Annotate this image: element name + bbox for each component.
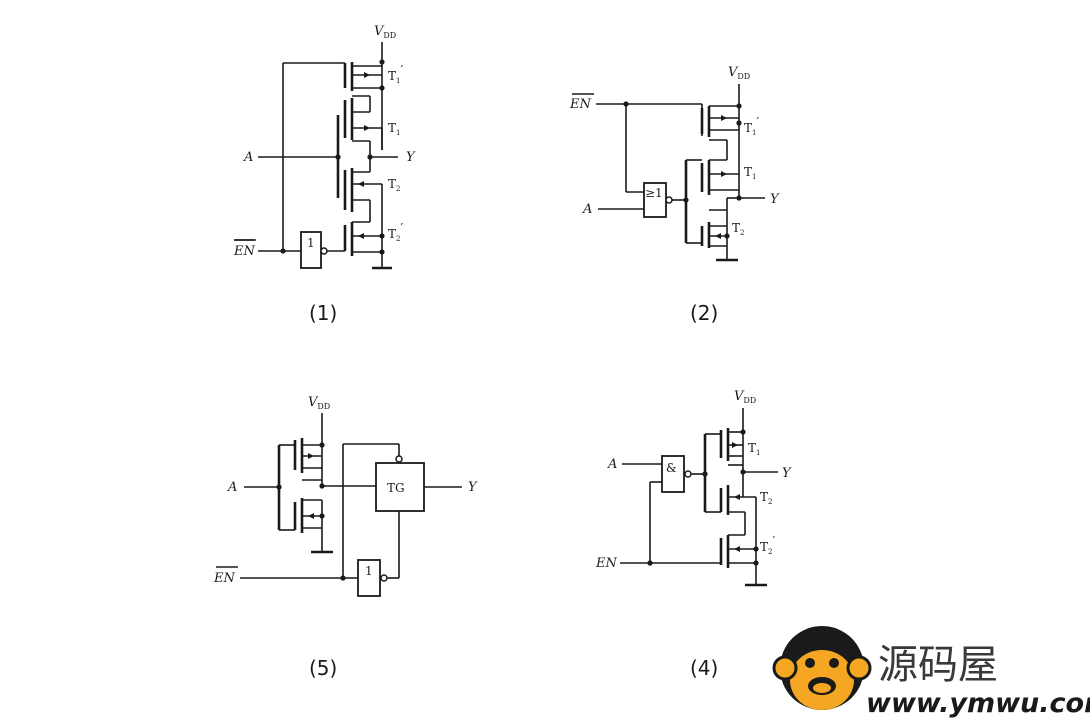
- nand-gate: [661, 455, 685, 493]
- t1-label: T1: [388, 121, 400, 137]
- circuit-5: VDD A TG: [213, 395, 478, 680]
- t2-label: T2: [388, 177, 400, 193]
- svg-text:&: &: [666, 461, 677, 475]
- t2-prime-label: T2′: [760, 534, 775, 556]
- input-en-label: EN: [595, 556, 617, 571]
- t2-label: T2: [760, 490, 772, 506]
- caption-4: (4): [690, 656, 718, 680]
- input-a-label: A: [227, 480, 237, 495]
- output-y-label: Y: [406, 150, 416, 165]
- t2-label: T2: [732, 221, 744, 237]
- circuit-2: VDD EN T1′ T1 Y: [569, 65, 780, 325]
- vdd-label: VDD: [374, 24, 396, 40]
- input-en-label: EN: [569, 97, 591, 112]
- input-a-label: A: [243, 150, 253, 165]
- t1-prime-label: T1′: [388, 63, 403, 85]
- caption-2: (2): [690, 301, 718, 325]
- svg-text:TG: TG: [387, 481, 405, 495]
- inverter-gate: [357, 559, 381, 597]
- input-a-label: A: [607, 457, 617, 472]
- svg-text:1: 1: [365, 564, 373, 578]
- t1-label: T1: [748, 441, 760, 457]
- t1-label: T1: [744, 165, 756, 181]
- caption-1: (1): [309, 301, 337, 325]
- input-en-label: EN: [233, 244, 255, 259]
- input-en-label: EN: [213, 571, 235, 586]
- output-y-label: Y: [770, 192, 780, 207]
- caption-5: (5): [309, 656, 337, 680]
- vdd-label: VDD: [308, 395, 330, 411]
- output-y-label: Y: [468, 480, 478, 495]
- svg-text:1: 1: [307, 236, 315, 250]
- input-a-label: A: [582, 202, 592, 217]
- circuit-4: VDD T1 Y T2 T2′: [595, 389, 792, 680]
- watermark: 源码屋 www.ymwu.com: [772, 626, 1090, 719]
- circuit-1: VDD T1′ T1 Y A: [233, 24, 416, 325]
- vdd-label: VDD: [728, 65, 750, 81]
- svg-text:≥1: ≥1: [645, 186, 663, 200]
- watermark-url: www.ymwu.com: [866, 688, 1090, 719]
- watermark-chinese: 源码屋: [878, 642, 998, 688]
- monkey-logo-icon: [772, 626, 872, 710]
- output-y-label: Y: [782, 466, 792, 481]
- vdd-label: VDD: [734, 389, 756, 405]
- t2-prime-label: T2′: [388, 221, 403, 243]
- t1-prime-label: T1′: [744, 115, 759, 137]
